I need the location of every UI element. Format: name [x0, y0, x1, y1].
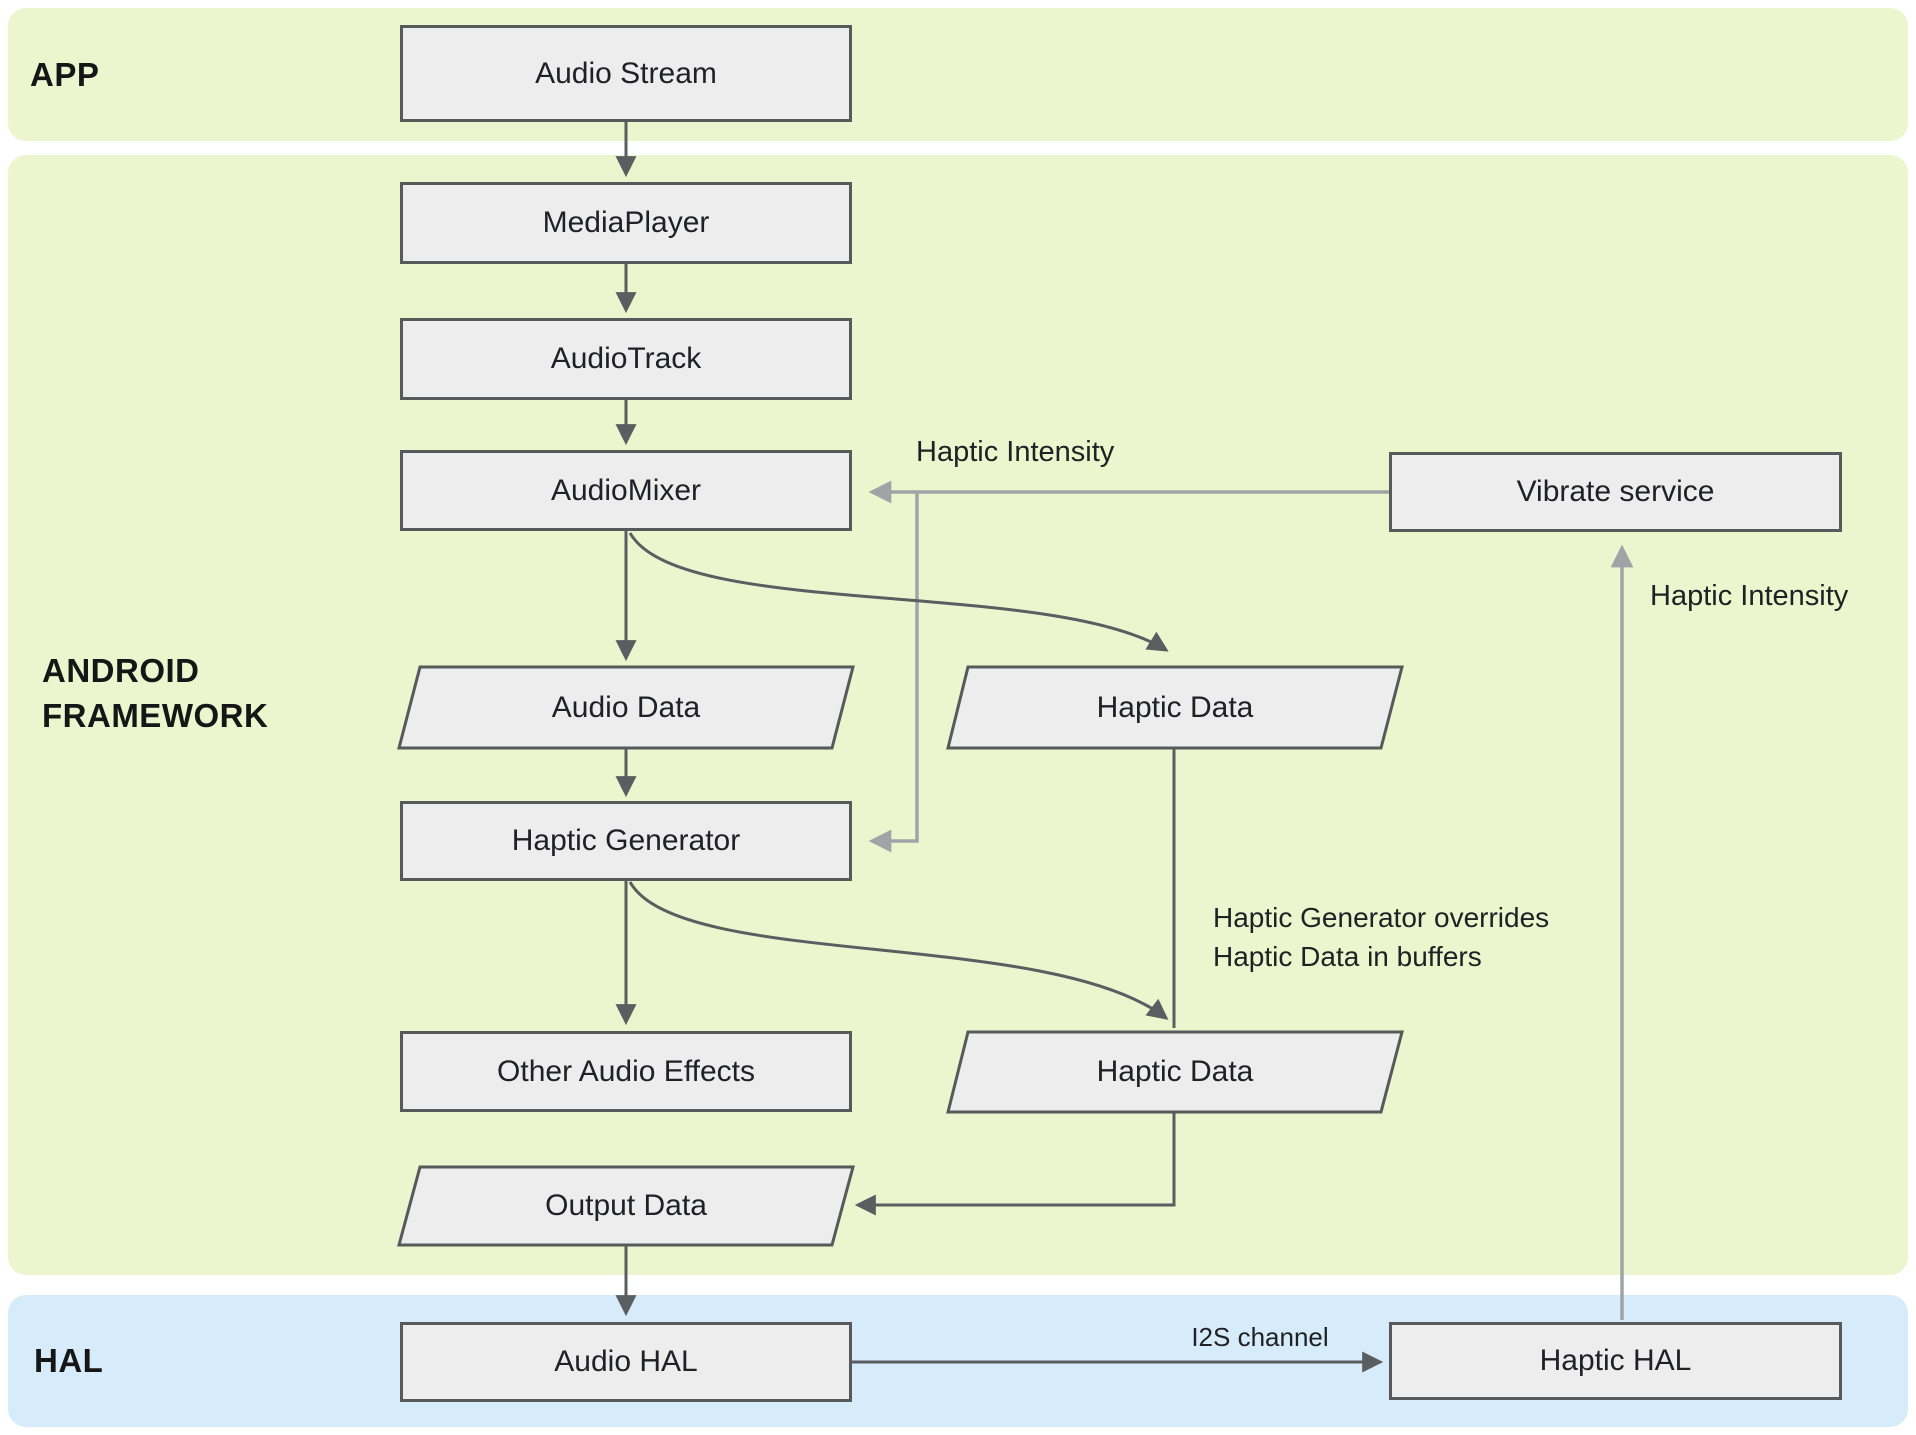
shape-audio-data [397, 665, 855, 750]
node-vibrate-service: Vibrate service [1389, 452, 1842, 532]
shape-output-data [397, 1165, 855, 1247]
node-other-audio-effects-label: Other Audio Effects [497, 1054, 755, 1088]
node-audio-stream-label: Audio Stream [535, 56, 717, 90]
node-haptic-generator: Haptic Generator [400, 801, 852, 881]
label-haptic-intensity-right: Haptic Intensity [1650, 580, 1849, 612]
arrow-audiomixer-hapticdata1 [628, 532, 1169, 652]
label-i2s-channel: I2S channel [1191, 1322, 1329, 1352]
node-audio-hal: Audio HAL [400, 1322, 852, 1402]
arrow-vibrateservice-hapticgenerator [868, 492, 919, 853]
node-audio-stream: Audio Stream [400, 25, 852, 122]
node-vibrate-service-label: Vibrate service [1516, 475, 1715, 508]
band-app [8, 8, 1908, 141]
node-haptic-hal-label: Haptic HAL [1539, 1344, 1692, 1377]
arrow-hapticdata2-outputdata [854, 1112, 1176, 1216]
node-audio-hal-label: Audio HAL [554, 1345, 698, 1378]
band-label-app: APP [30, 56, 100, 93]
node-audio-mixer: AudioMixer [400, 450, 852, 531]
node-media-player: MediaPlayer [400, 182, 852, 264]
shape-haptic-data-2 [946, 1030, 1404, 1114]
node-audio-mixer-label: AudioMixer [550, 473, 702, 507]
node-audio-track-label: AudioTrack [550, 342, 702, 375]
node-haptic-hal: Haptic HAL [1389, 1322, 1842, 1400]
label-override-note: Haptic Generator overrides Haptic Data i… [1213, 898, 1549, 976]
label-override-note-line2: Haptic Data in buffers [1213, 941, 1482, 972]
label-haptic-intensity-top: Haptic Intensity [916, 436, 1115, 468]
band-label-framework: ANDROID FRAMEWORK [42, 652, 269, 734]
node-haptic-generator-label: Haptic Generator [511, 824, 741, 857]
arrow-hapticgenerator-hapticdata2 [628, 881, 1169, 1020]
label-override-note-line1: Haptic Generator overrides [1213, 902, 1550, 933]
shape-haptic-data-1 [946, 665, 1404, 750]
band-label-hal: HAL [34, 1342, 104, 1379]
node-audio-track: AudioTrack [400, 318, 852, 400]
node-other-audio-effects: Other Audio Effects [400, 1031, 852, 1112]
node-media-player-label: MediaPlayer [542, 206, 710, 239]
